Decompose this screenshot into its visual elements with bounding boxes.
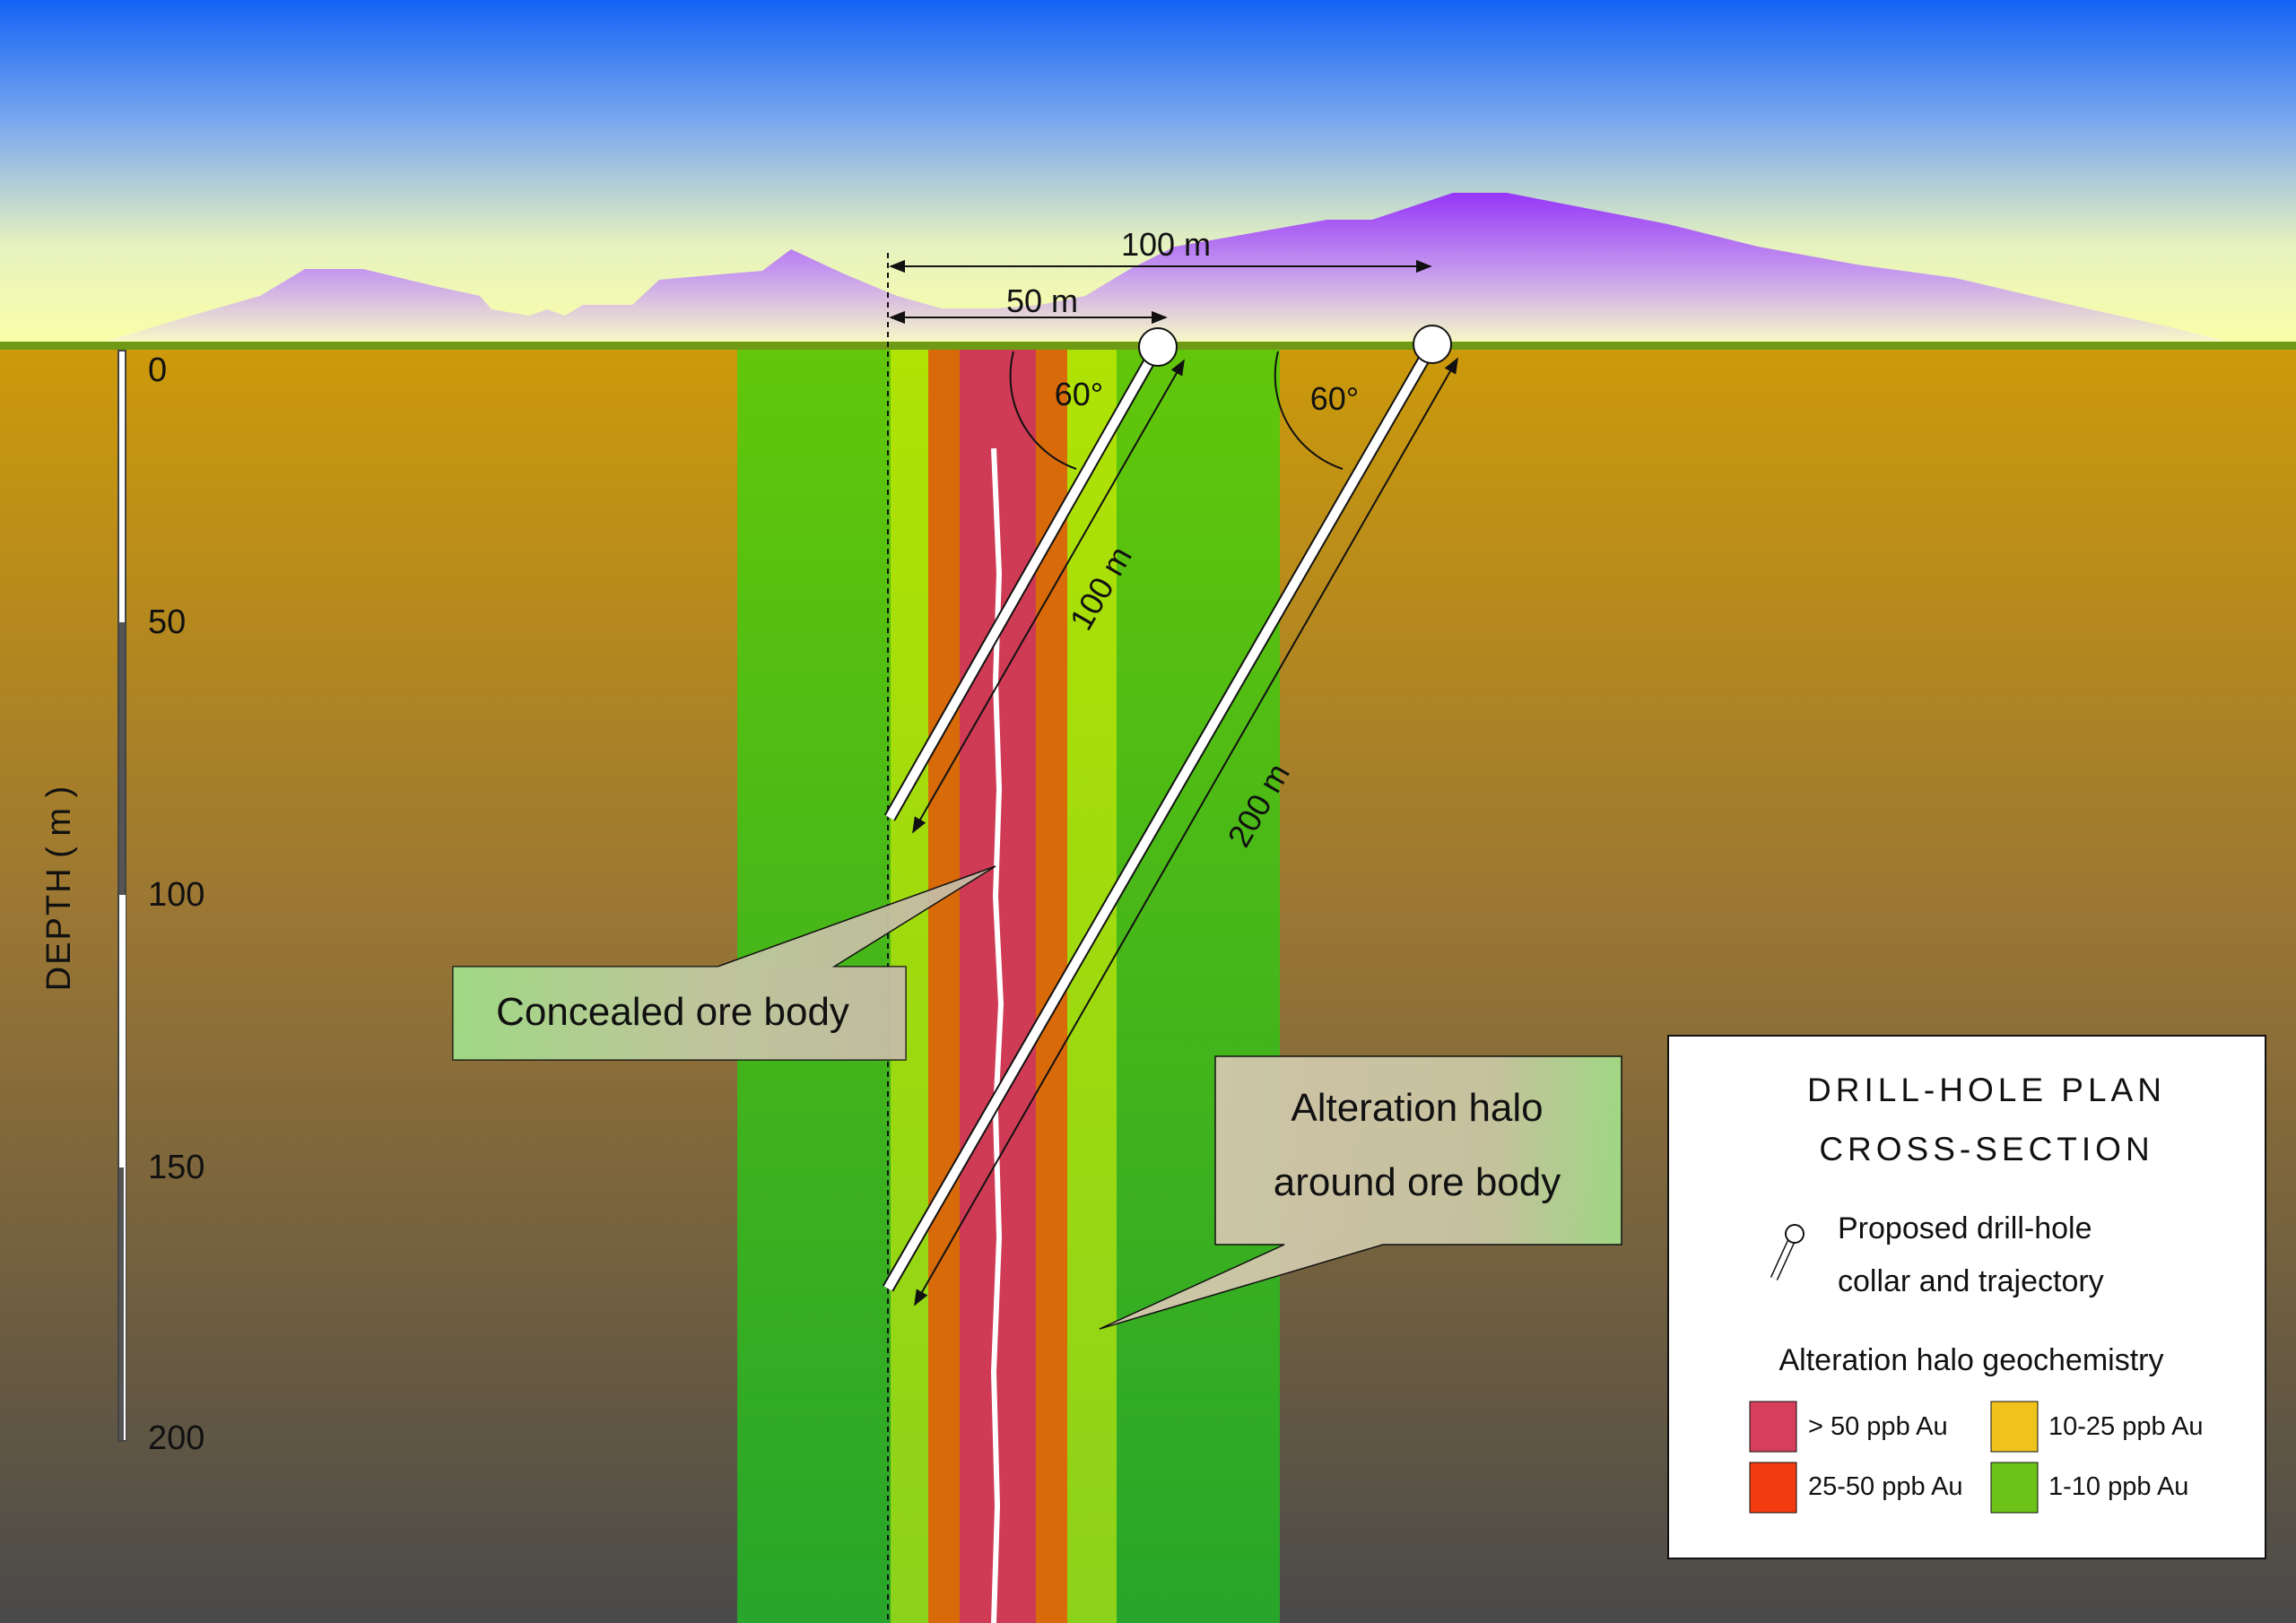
- callout-ore-body: Concealed ore body: [452, 865, 996, 1061]
- legend-swatch-gt50: [1749, 1401, 1797, 1453]
- drill-hole-1-angle-label: 60°: [1055, 376, 1103, 412]
- legend-swatch-25-50: [1749, 1462, 1797, 1514]
- drill-hole-1-collar: [1138, 327, 1178, 367]
- legend-drill-line1: Proposed drill-hole: [1838, 1211, 2092, 1245]
- legend-geochem-title: Alteration halo geochemistry: [1779, 1343, 2163, 1377]
- drill-hole-2-collar: [1413, 325, 1452, 364]
- drill-hole-2-angle-label: 60°: [1310, 380, 1359, 417]
- halo-light-right: [1067, 350, 1117, 1623]
- legend-drill-line2: collar and trajectory: [1838, 1264, 2104, 1298]
- legend: DRILL-HOLE PLAN CROSS-SECTION Proposed d…: [1667, 1035, 2266, 1559]
- legend-label-10-25: 10-25 ppb Au: [2048, 1412, 2204, 1441]
- legend-title-line1: DRILL-HOLE PLAN: [1807, 1072, 2166, 1108]
- legend-label-25-50: 25-50 ppb Au: [1808, 1472, 1963, 1501]
- callout-halo-text-line2: around ore body: [1274, 1160, 1561, 1204]
- depth-scale-segment-3: [119, 895, 125, 1167]
- callout-ore-body-text: Concealed ore body: [496, 990, 849, 1034]
- depth-scale-segment-1: [119, 352, 125, 622]
- drill-hole-2-angle-arc: [1274, 351, 1344, 470]
- depth-scale-segment-2: [119, 622, 125, 895]
- callout-alteration-halo: Alteration halo around ore body: [1099, 1055, 1622, 1330]
- depth-tick-100: 100: [148, 876, 204, 914]
- legend-label-1-10: 1-10 ppb Au: [2048, 1472, 2188, 1501]
- depth-axis-title: DEPTH ( m ): [40, 785, 78, 992]
- callout-halo-text-line1: Alteration halo: [1291, 1086, 1543, 1130]
- dimension-label-50m: 50 m: [1006, 282, 1078, 319]
- top-dimensions: 100 m 50 m: [889, 226, 1432, 325]
- drill-hole-2: 200 m 60°: [882, 325, 1458, 1306]
- legend-swatch-1-10: [1990, 1462, 2039, 1514]
- dimension-label-100m: 100 m: [1121, 226, 1211, 263]
- depth-tick-150: 150: [148, 1149, 204, 1186]
- legend-drill-hole-icon: [1770, 1224, 1805, 1280]
- halo-orange-left: [928, 350, 960, 1623]
- depth-scale-segment-4: [119, 1167, 125, 1440]
- depth-tick-0: 0: [148, 352, 167, 389]
- legend-label-gt50: > 50 ppb Au: [1808, 1412, 1948, 1441]
- depth-tick-50: 50: [148, 603, 186, 641]
- legend-title-line2: CROSS-SECTION: [1819, 1131, 2153, 1167]
- drill-hole-2-length-arrow: [914, 357, 1458, 1306]
- callout-halo-box: [1099, 1055, 1622, 1330]
- depth-tick-200: 200: [148, 1419, 204, 1457]
- legend-swatch-10-25: [1990, 1401, 2039, 1453]
- depth-scale: 0 50 100 150 200 DEPTH ( m ): [40, 350, 204, 1457]
